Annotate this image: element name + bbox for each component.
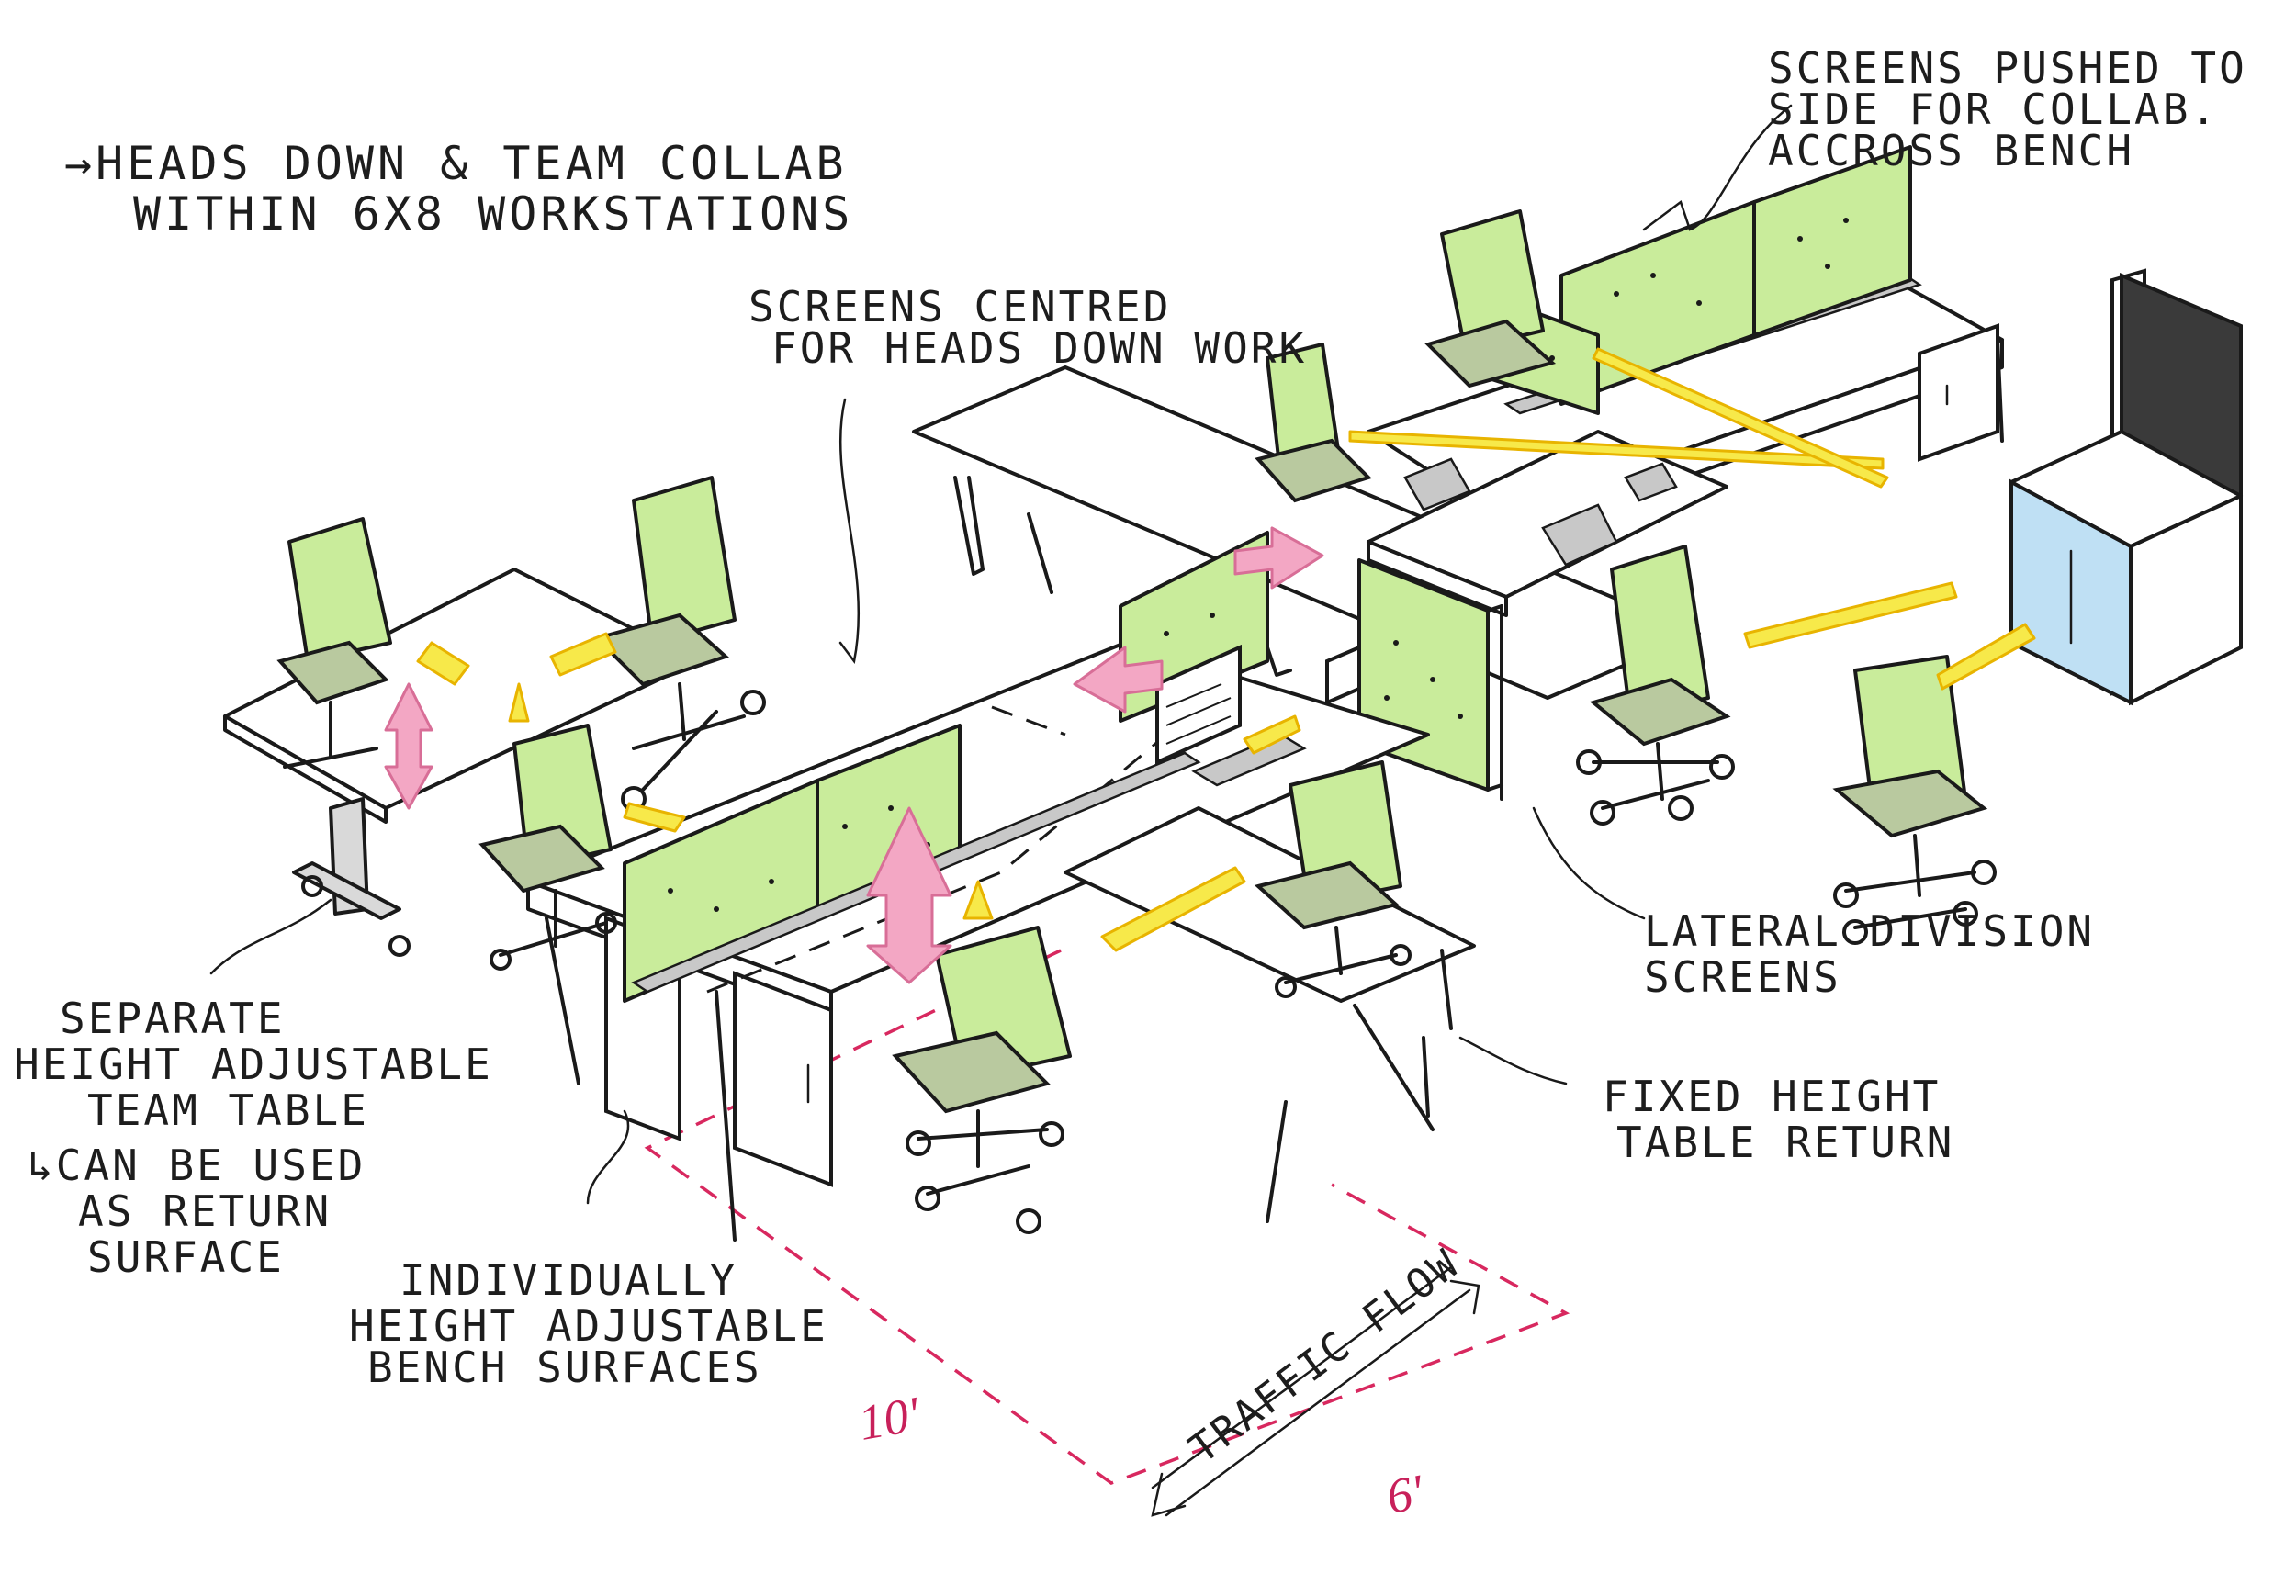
screens-centred-note: SCREENS CENTRED FOR HEADS DOWN WORK (748, 282, 1307, 373)
fixed-height-note: FIXED HEIGHT TABLE RETURN (1603, 1072, 1954, 1167)
individually-line-3: BENCH SURFACES (367, 1343, 762, 1392)
leader-lines (209, 104, 1793, 1205)
chair-front-center (892, 926, 1072, 1234)
lateral-screens-note: LATERAL DIVISION SCREENS (1644, 906, 2095, 1002)
chair-right-1 (1576, 545, 1735, 826)
traffic-flow-arrow (1151, 1265, 1480, 1517)
traffic-flow-label: TRAFFIC FLOW (1181, 1240, 1469, 1473)
screens-centred-line-1: SCREENS CENTRED (748, 282, 1171, 332)
fixed-height-line-1: FIXED HEIGHT (1603, 1072, 1941, 1121)
screens-pushed-line-2: SIDE FOR COLLAB. (1768, 84, 2219, 134)
screens-centred-line-2: FOR HEADS DOWN WORK (771, 323, 1307, 373)
separate-table-line-5: AS RETURN (78, 1186, 332, 1236)
screens-pushed-note: SCREENS PUSHED TO SIDE FOR COLLAB. ACCRO… (1768, 43, 2247, 175)
height-arrows (384, 526, 1324, 984)
chair-center (1254, 760, 1412, 998)
screens-pushed-line-3: ACCROSS BENCH (1768, 126, 2134, 175)
separate-table-note: SEPARATE HEIGHT ADJUSTABLE TEAM TABLE ↳C… (14, 994, 493, 1282)
separate-table-line-3: TEAM TABLE (87, 1085, 369, 1135)
title-note: →HEADS DOWN & TEAM COLLAB WITHIN 6X8 WOR… (64, 137, 853, 241)
screens-pushed-line-1: SCREENS PUSHED TO (1768, 43, 2247, 93)
front-bench (526, 531, 1430, 1242)
separate-table-line-6: SURFACE (87, 1232, 285, 1282)
separate-table-line-1: SEPARATE (60, 994, 286, 1043)
traffic-flow-text: TRAFFIC FLOW (1181, 1240, 1469, 1473)
individually-line-1: INDIVIDUALLY (400, 1255, 737, 1305)
individually-note: INDIVIDUALLY HEIGHT ADJUSTABLE BENCH SUR… (349, 1255, 828, 1392)
separate-table-line-4: ↳CAN BE USED (28, 1141, 366, 1190)
fixed-height-return (1064, 806, 1476, 1223)
collab-arrows (416, 347, 2036, 952)
chair-left-front (478, 724, 617, 971)
chair-back-right (1424, 209, 1557, 388)
dimension-6ft: 6' (1382, 1464, 1428, 1524)
chair-left-back-2 (593, 476, 766, 812)
traffic-zone-outline (644, 949, 1570, 1485)
dimension-labels: 10' 6' (854, 1386, 1428, 1524)
chair-back-center (1255, 343, 1372, 503)
individually-line-2: HEIGHT ADJUSTABLE (349, 1301, 828, 1351)
chair-left-back-1 (276, 517, 392, 769)
fixed-height-line-2: TABLE RETURN (1616, 1118, 1954, 1167)
lateral-line-1: LATERAL DIVISION (1644, 906, 2095, 956)
lateral-line-2: SCREENS (1644, 952, 1841, 1002)
separate-table-line-2: HEIGHT ADJUSTABLE (14, 1040, 493, 1089)
title-line-2: WITHIN 6X8 WORKSTATIONS (133, 187, 853, 241)
chair-right-2 (1832, 655, 1997, 945)
title-line-1: →HEADS DOWN & TEAM COLLAB (64, 137, 848, 190)
dimension-10ft: 10' (854, 1386, 924, 1451)
credenza-unit (2009, 268, 2243, 706)
separate-team-table (223, 568, 700, 957)
